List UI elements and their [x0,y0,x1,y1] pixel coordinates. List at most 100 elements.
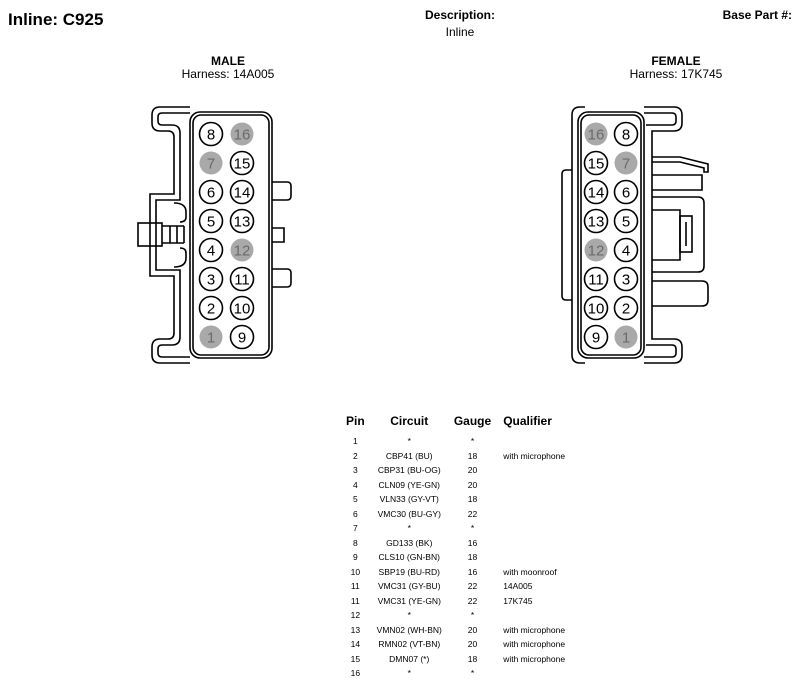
circuit-cell: GD133 (BK) [386,537,433,548]
circuit-cell: * [407,523,411,534]
female-pin-label: 12 [588,243,605,260]
male-pin-label: 1 [207,330,215,347]
pin-cell: 7 [352,523,358,534]
circuit-cell: VLN33 (GY-VT) [379,494,439,505]
circuit-cell: VMC30 (BU-GY) [377,508,441,519]
male-pin-label: 11 [234,272,250,289]
male-pin-circle [198,237,224,263]
female-pin-label: 1 [622,330,630,347]
male-pin-circle [198,179,224,205]
qualifier-cell [497,608,571,623]
qualifier-cell: with microphone [503,624,566,635]
pin-cell: 15 [350,653,361,664]
table-row: 1** [340,434,571,449]
gauge-cell: * [470,610,475,621]
gauge-cell: 18 [467,494,478,505]
female-pin-label: 15 [588,156,605,173]
female-pin-circle [613,266,639,292]
female-pin-label: 11 [588,272,604,289]
circuit-cell: * [407,610,411,621]
qualifier-cell: with microphone [503,653,566,664]
qualifier-cell [497,478,571,493]
male-pin-label: 4 [207,243,215,260]
gauge-cell: * [470,523,475,534]
pin-cell: 11 [350,595,360,606]
qualifier-cell: with microphone [503,639,566,650]
female-pin-circle [614,151,638,175]
qualifier-cell [497,550,571,565]
female-pin-label: 6 [622,185,630,202]
gauge-cell: * [470,668,475,679]
gauge-cell: 22 [467,595,478,606]
qualifier-cell: 14A005 [503,581,533,592]
male-pin-circle [198,121,224,147]
male-pin-circle [198,208,224,234]
female-connector-body [561,106,709,364]
pin-cell: 8 [352,537,358,548]
gauge-cell: 22 [467,581,478,592]
male-connector-body [137,106,292,364]
circuit-cell: VMN02 (WH-BN) [376,624,442,635]
pin-cell: 4 [352,479,358,490]
female-pin-label: 7 [622,156,630,173]
pin-cell: 11 [350,581,360,592]
female-pin-circle [583,295,609,321]
circuit-cell: RMN02 (VT-BN) [378,639,441,650]
pin-cell: 14 [350,639,361,650]
table-row: 7 * * [340,521,571,536]
female-pin-circle [584,238,608,262]
qualifier-cell [497,536,571,551]
circuit-cell: * [407,668,411,679]
pin-cell: 10 [350,566,361,577]
qualifier-cell [497,507,571,522]
female-pin-label: 9 [592,330,600,347]
female-pin-circle [583,179,609,205]
pin-cell: 2 [352,450,358,461]
circuit-cell: CLN09 (YE-GN) [378,479,440,490]
gauge-cell: 16 [467,537,478,548]
gauge-cell: 16 [467,566,478,577]
pin-cell: 9 [352,552,358,563]
female-pin-label: 16 [588,127,605,144]
pin-cell: 12 [350,610,361,621]
female-pin-circle [583,266,609,292]
qualifier-cell [497,463,571,478]
male-pin-label: 13 [234,214,251,231]
header-gauge: Gauge [453,414,492,428]
pin-cell: 6 [352,508,358,519]
gauge-cell: 18 [467,450,478,461]
circuit-cell: CBP31 (BU-OG) [377,465,441,476]
gauge-cell: 22 [467,508,478,519]
male-pin-label: 10 [234,301,251,318]
circuit-cell: * [407,436,411,447]
male-pin-circle [229,324,255,350]
female-pin-circle [613,237,639,263]
gauge-cell: * [470,436,475,447]
female-pin-label: 10 [588,301,605,318]
female-pin-circle [583,324,609,350]
table-row: 12 * * [340,608,571,623]
male-pin-label: 2 [207,301,215,318]
male-pin-circle [198,266,224,292]
male-pin-circle [199,325,223,349]
male-pin-label: 12 [234,243,251,260]
male-pin-circle [229,179,255,205]
female-harness-label: Harness: 17K745 [629,67,723,81]
qualifier-cell: 17K745 [503,595,533,606]
female-pin-circle [614,325,638,349]
header-circuit: Circuit [390,414,429,428]
circuit-cell: SBP19 (BU-RD) [378,566,440,577]
pin-cell: 16 [350,668,361,679]
